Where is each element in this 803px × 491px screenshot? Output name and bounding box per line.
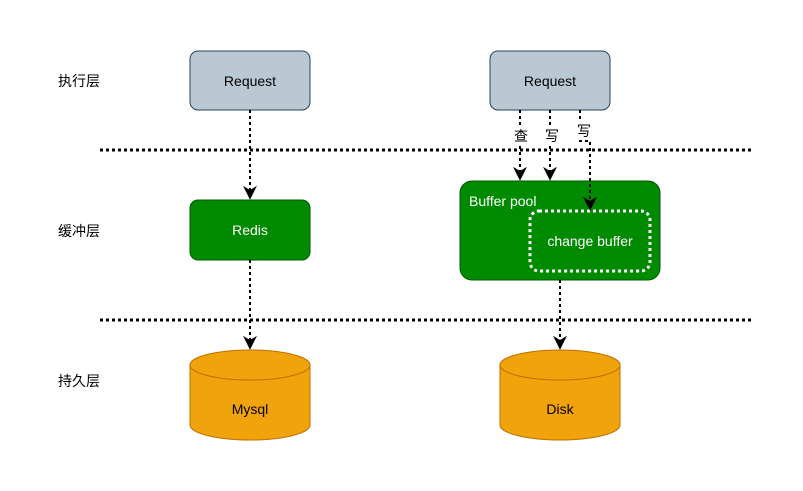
layer-label-persist: 持久层 [58, 373, 100, 389]
right-request-node: Request [489, 50, 611, 111]
write-arrow-label-2: 写 [577, 123, 591, 139]
right-database-icon: Disk [499, 349, 621, 441]
change-buffer-label: change buffer [547, 233, 633, 249]
left-request-label: Request [224, 73, 276, 89]
layer-label-buffer: 缓冲层 [58, 223, 100, 239]
layer-label-exec: 执行层 [58, 73, 100, 89]
right-storage-label: Disk [546, 401, 574, 417]
left-request-node: Request [189, 50, 311, 111]
query-arrow-label: 查 [514, 128, 528, 144]
buffer-pool-label: Buffer pool [469, 193, 536, 209]
change-buffer-node: change buffer [528, 209, 652, 273]
right-request-label: Request [524, 73, 576, 89]
write-arrow-to-change-buffer [579, 110, 597, 211]
left-cache-node: Redis [189, 199, 311, 261]
left-cache-label: Redis [232, 222, 268, 238]
left-database-icon: Mysql [189, 349, 311, 441]
left-storage-label: Mysql [232, 401, 269, 417]
write-arrow-label-1: 写 [545, 128, 559, 144]
